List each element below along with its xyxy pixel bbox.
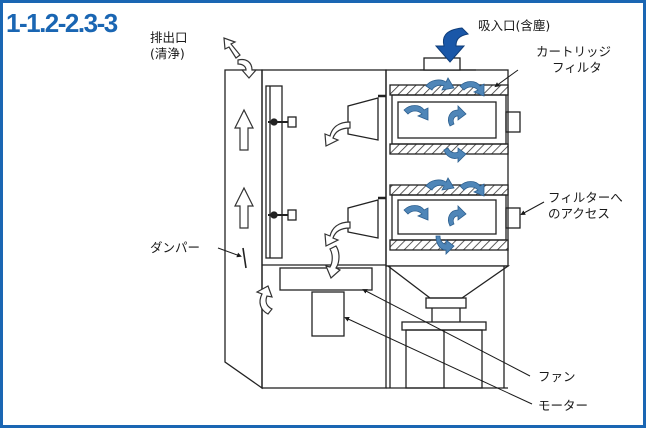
leader-fan: [362, 289, 531, 377]
filter-flow-arrow-icon: [443, 147, 467, 163]
fan-housing: [279, 267, 373, 291]
leader-filter-access: [520, 201, 545, 215]
exhaust-outlet-arrow-icon: [223, 37, 241, 59]
dust-drum-lid: [401, 321, 487, 331]
access-handle-upper: [505, 111, 521, 133]
access-handle-lower: [505, 207, 521, 229]
filter-flow-arrow-icon: [425, 77, 455, 91]
damper-door: [265, 85, 283, 259]
damper-symbol: [242, 247, 247, 269]
filter-access-label: フィルターへのアクセス: [548, 190, 623, 221]
flow-arrow-icon: [324, 221, 351, 247]
duct-lower: [347, 199, 379, 239]
filter-flow-arrow-icon: [435, 235, 455, 255]
intake-label: 吸入口(含塵): [478, 18, 550, 33]
cartridge-filter-label: カートリッジフィルタ: [536, 44, 611, 75]
duct-upper: [347, 97, 379, 141]
hinge-lower: [268, 209, 297, 221]
filter-flow-arrow-icon: [425, 177, 455, 191]
motor-body: [311, 291, 345, 337]
up-flow-arrow-icon: [234, 108, 254, 151]
up-flow-arrow-icon: [234, 186, 254, 229]
fan-outflow-arrow-icon: [255, 285, 273, 315]
leader-cartridge: [494, 69, 519, 88]
motor-label: モーター: [538, 398, 588, 413]
leader-damper: [217, 247, 242, 258]
hopper: [386, 265, 511, 299]
exhaust-curve-arrow-icon: [237, 58, 258, 79]
hopper-valve: [425, 297, 467, 309]
filter-flow-arrow-icon: [403, 105, 429, 121]
figure-id: 1-1.2-2.3-3: [6, 8, 118, 38]
exhaust-label: 排出口(清浄): [150, 30, 188, 61]
filter-flow-arrow-icon: [459, 81, 485, 97]
hinge-upper: [268, 116, 297, 128]
damper-label: ダンパー: [150, 240, 200, 255]
leader-motor: [344, 316, 533, 405]
filter-cabinet: [385, 69, 509, 267]
filter-flow-arrow-icon: [403, 205, 429, 221]
filter-flow-arrow-icon: [448, 205, 467, 227]
filter-flow-arrow-icon: [459, 181, 485, 197]
fan-label: ファン: [538, 369, 576, 384]
intake-collar: [423, 57, 461, 71]
filter-flow-arrow-icon: [448, 105, 467, 127]
down-flow-arrow-icon: [324, 245, 342, 280]
intake-arrow-icon: [434, 27, 470, 63]
flow-arrow-icon: [324, 121, 351, 147]
